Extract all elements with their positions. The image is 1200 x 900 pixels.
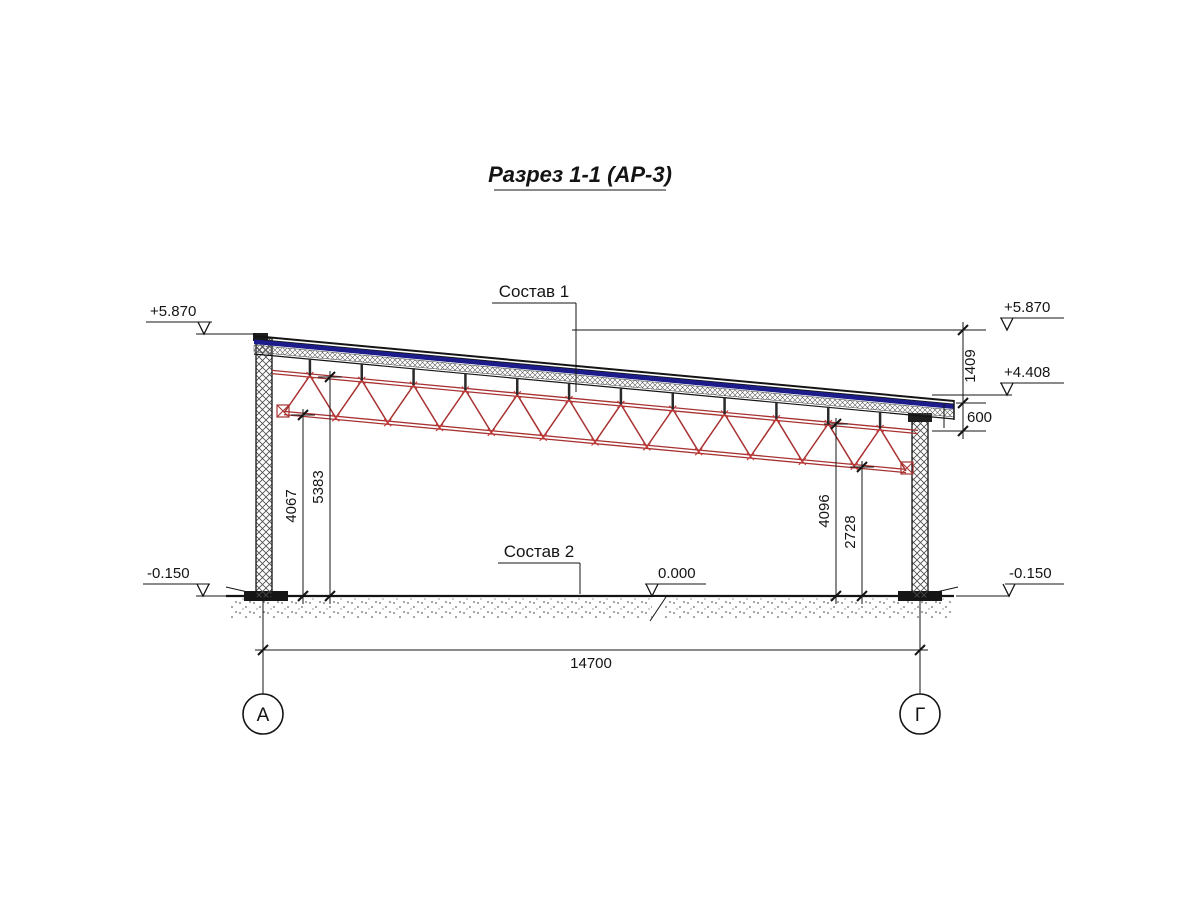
dim-right-inner-high: 4096	[816, 494, 833, 527]
elevation-marks	[196, 317, 1016, 598]
dimension-ticks	[257, 324, 969, 656]
dim-right-inner-low: 2728	[842, 515, 859, 548]
axis-circle-left	[242, 693, 284, 735]
axis-label-left: А	[257, 705, 270, 726]
axis-label-right: Г	[915, 705, 925, 726]
axis-bubbles: А Г	[242, 693, 941, 735]
right-apron-line	[931, 586, 959, 594]
elevation-floor-zero: 0.000	[658, 565, 696, 582]
dim-truss-support-height: 600	[967, 409, 992, 426]
elevation-left-top: +5.870	[150, 303, 196, 320]
dimension-lines	[143, 189, 1064, 694]
ground-hatch	[230, 598, 952, 618]
drawing-title: Разрез 1-1 (АР-3)	[488, 162, 672, 187]
ground	[225, 586, 959, 622]
elevation-left-base: -0.150	[147, 565, 190, 582]
dim-roof-edge-height: 1409	[962, 349, 979, 382]
elevation-right-truss: +4.408	[1004, 364, 1050, 381]
dim-span: 14700	[570, 655, 612, 672]
roof-insulation-layer	[253, 344, 955, 418]
annotations: Разрез 1-1 (АР-3) Состав 1 Состав 2 +5.8…	[147, 162, 1052, 672]
elevation-right-base: -0.150	[1009, 565, 1052, 582]
dim-left-inner-low: 4067	[283, 489, 300, 522]
left-wall	[255, 337, 273, 599]
composition1-label: Состав 1	[499, 282, 570, 301]
roof-top-line	[253, 335, 955, 402]
elevation-right-top: +5.870	[1004, 299, 1050, 316]
roof-inner-line	[253, 338, 955, 405]
roof-truss	[271, 358, 919, 475]
roof-membrane-layer	[254, 339, 954, 409]
left-apron-line	[225, 586, 253, 594]
dim-left-inner-high: 5383	[310, 470, 327, 503]
axis-circle-right	[899, 693, 941, 735]
roof-bottom-line	[253, 353, 955, 420]
composition2-label: Состав 2	[504, 542, 575, 561]
floor-break-line	[649, 596, 667, 622]
walls	[253, 333, 932, 599]
right-wall	[911, 419, 929, 599]
right-wall-cap	[908, 413, 932, 422]
